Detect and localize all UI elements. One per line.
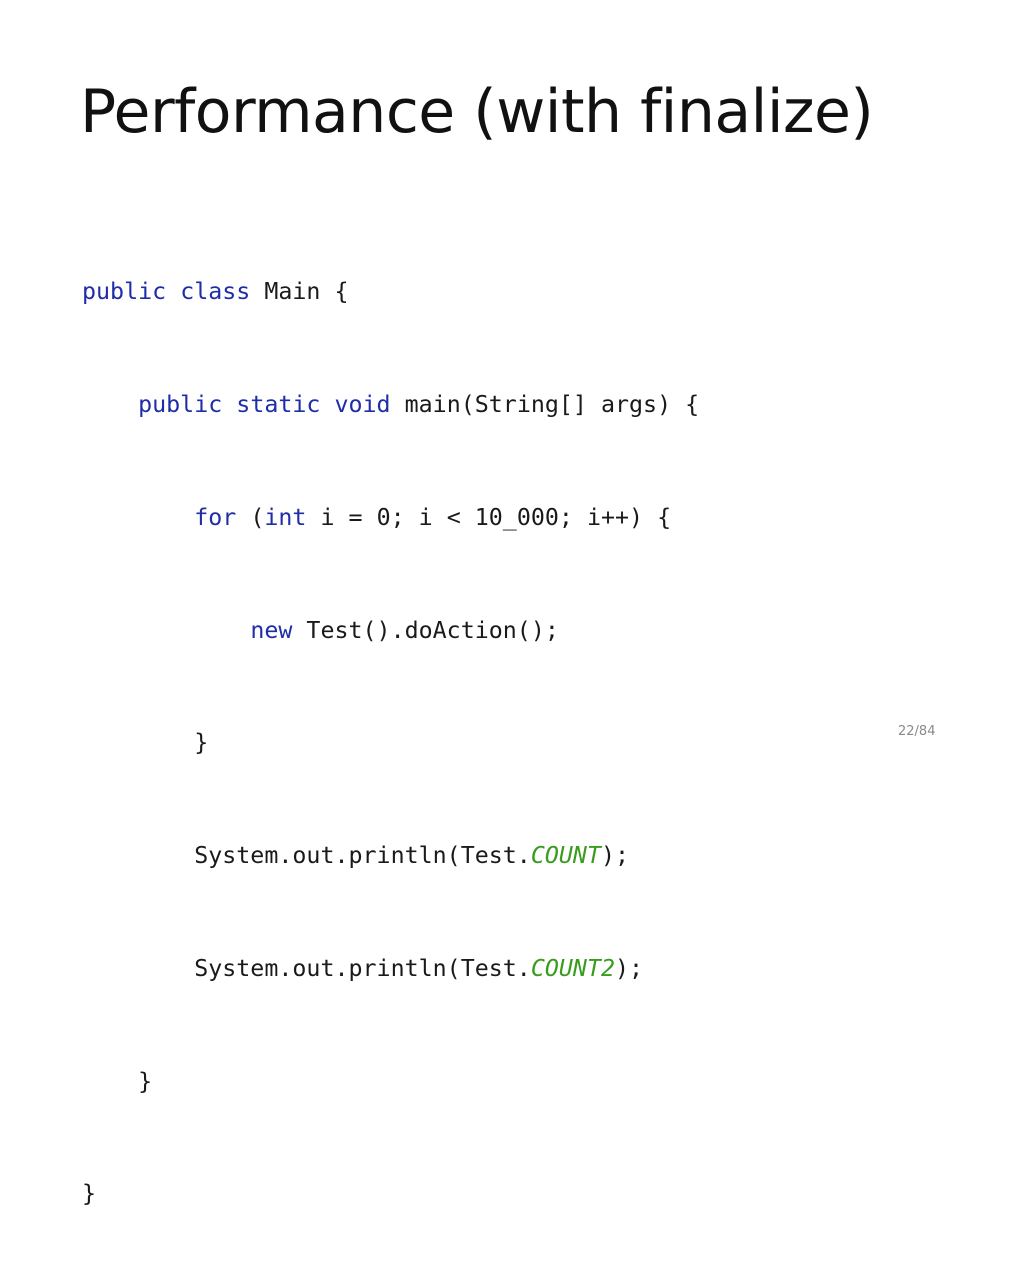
slide: Performance (with finalize) public class… bbox=[80, 77, 936, 1208]
code-token: public bbox=[82, 278, 167, 306]
code-line: public class Main { bbox=[82, 273, 699, 311]
code-token: } bbox=[82, 1180, 97, 1208]
code-token bbox=[82, 391, 138, 418]
code-token bbox=[166, 278, 180, 305]
code-token: int bbox=[264, 503, 307, 531]
code-token: void bbox=[334, 390, 391, 418]
code-line: public static void main(String[] args) { bbox=[82, 386, 699, 424]
code-token: System.out.println(Test. bbox=[82, 954, 531, 982]
code-line: } bbox=[82, 1063, 699, 1101]
code-token: new bbox=[250, 616, 293, 644]
code-token: class bbox=[180, 278, 251, 306]
slide-title: Performance (with finalize) bbox=[80, 77, 874, 147]
code-token bbox=[320, 391, 334, 418]
code-token: Main { bbox=[250, 278, 349, 306]
page-number: 22/84 bbox=[898, 724, 936, 739]
code-line: for (int i = 0; i < 10_000; i++) { bbox=[82, 499, 699, 537]
code-token bbox=[222, 391, 236, 418]
code-token bbox=[82, 504, 194, 531]
code-token: main(String[] args) { bbox=[390, 390, 700, 418]
code-line: new Test().doAction(); bbox=[82, 612, 699, 650]
code-token: ); bbox=[615, 954, 644, 982]
code-token: ( bbox=[236, 503, 265, 531]
code-token: } bbox=[82, 729, 209, 757]
code-token: static bbox=[236, 390, 321, 418]
code-token: for bbox=[194, 503, 237, 531]
code-token: i = 0; i < 10_000; i++) { bbox=[306, 503, 672, 531]
code-line: } bbox=[82, 1175, 699, 1213]
code-token: COUNT2 bbox=[530, 954, 615, 982]
code-token: ); bbox=[600, 842, 630, 870]
code-line: } bbox=[82, 724, 699, 762]
code-block: public class Main { public static void m… bbox=[82, 198, 699, 1288]
code-line: System.out.println(Test.COUNT2); bbox=[82, 950, 699, 988]
code-token: public bbox=[138, 390, 223, 418]
code-token bbox=[82, 617, 250, 644]
code-token: Test().doAction(); bbox=[292, 616, 559, 644]
code-token: } bbox=[82, 1067, 153, 1095]
code-line: System.out.println(Test.COUNT); bbox=[82, 837, 699, 875]
code-token: System.out.println(Test. bbox=[82, 842, 531, 870]
code-token: COUNT bbox=[530, 842, 601, 870]
